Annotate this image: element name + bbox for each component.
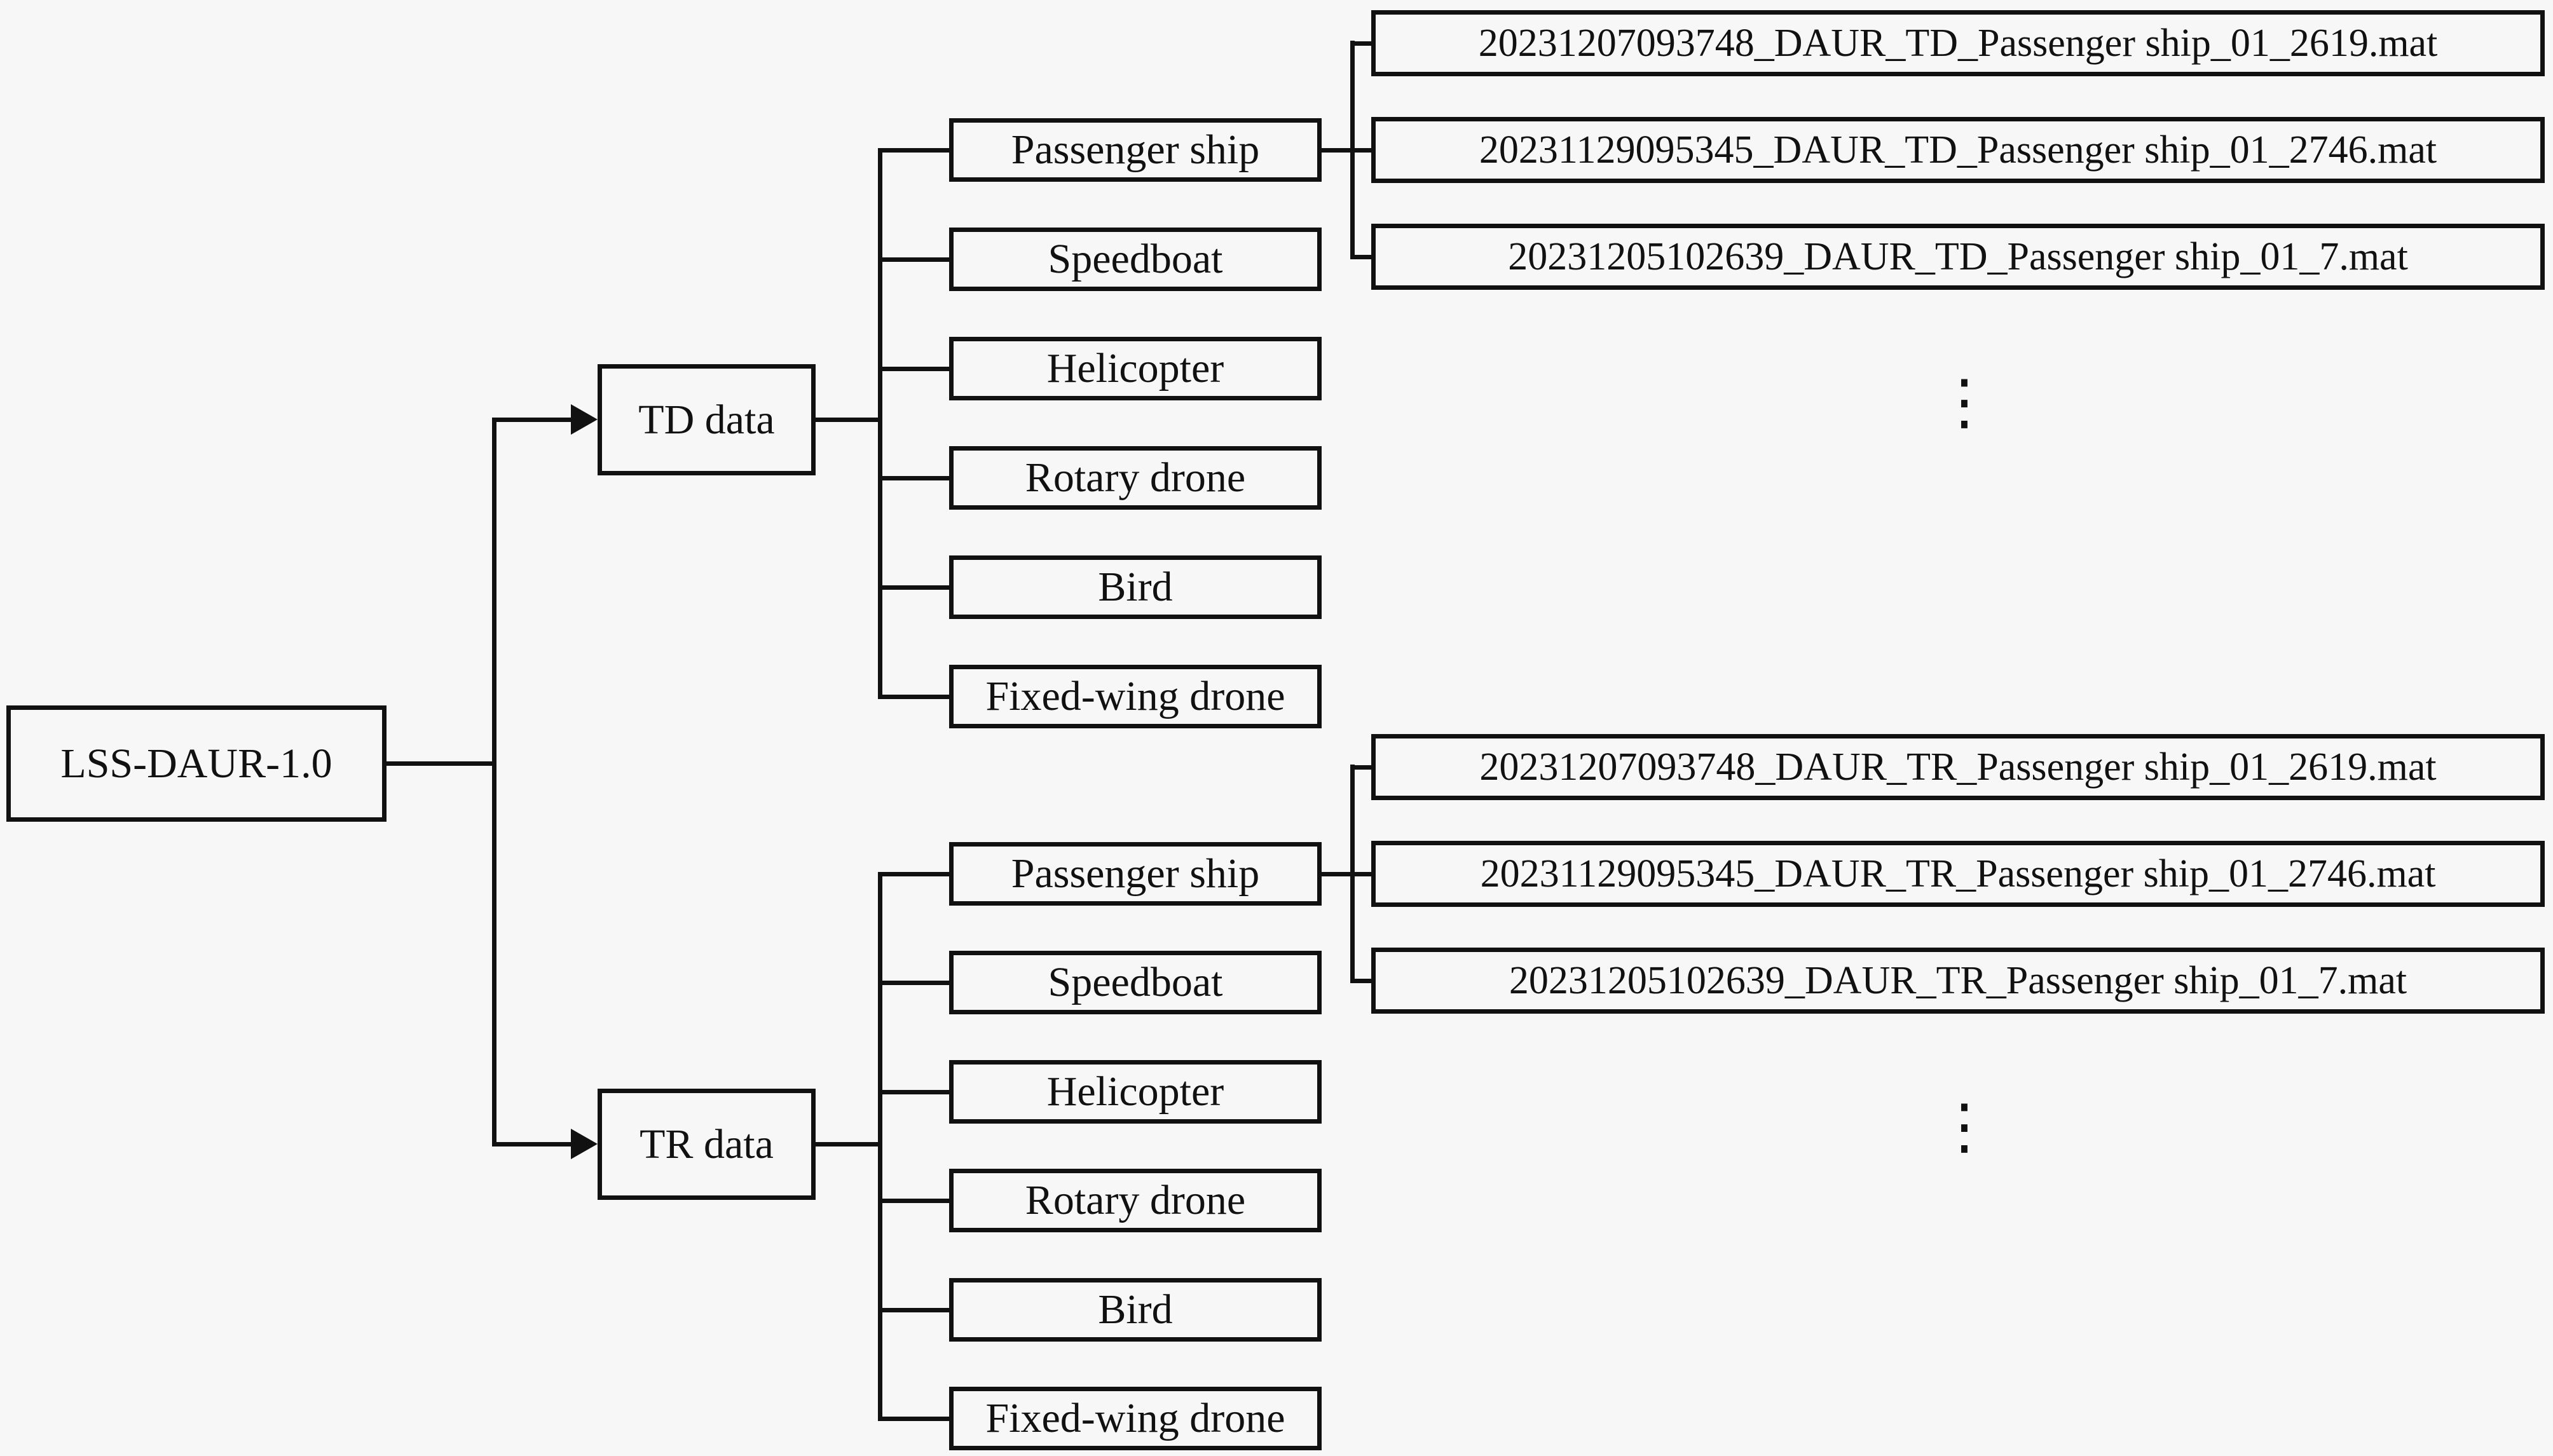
- connector-tr-file-stub: [1350, 979, 1371, 983]
- td-file-1: 20231207093748_DAUR_TD_Passenger ship_01…: [1371, 10, 2545, 76]
- td-category-passenger-ship: Passenger ship: [949, 118, 1322, 182]
- tr-category-helicopter: Helicopter: [949, 1060, 1322, 1124]
- connector-root-trunk: [492, 418, 496, 1146]
- td-file-2: 20231129095345_DAUR_TD_Passenger ship_01…: [1371, 117, 2545, 183]
- connector-td-file-stub: [1350, 41, 1371, 46]
- td-vertical-ellipsis-icon: ⋮: [1934, 366, 1995, 437]
- tr-category-speedboat: Speedboat: [949, 951, 1322, 1014]
- connector-td-stub: [492, 418, 572, 422]
- arrowhead-td-icon: [571, 404, 598, 435]
- connector-tr-cat-stub: [878, 1417, 949, 1421]
- tr-data-node: TR data: [598, 1089, 816, 1200]
- connector-tr-cat-stub: [878, 1090, 949, 1094]
- connector-tr-category-trunk: [878, 872, 882, 1421]
- connector-td-cat-stub: [878, 695, 949, 699]
- connector-td-cat-stub: [878, 367, 949, 371]
- connector-td-cat-stub: [878, 476, 949, 480]
- td-file-3: 20231205102639_DAUR_TD_Passenger ship_01…: [1371, 224, 2545, 290]
- td-data-node: TD data: [598, 364, 816, 475]
- tr-vertical-ellipsis-icon: ⋮: [1934, 1091, 1995, 1162]
- tr-file-2: 20231129095345_DAUR_TR_Passenger ship_01…: [1371, 841, 2545, 907]
- connector-tr-passenger-out: [1322, 872, 1357, 876]
- tr-category-bird: Bird: [949, 1278, 1322, 1342]
- connector-td-file-stub: [1350, 255, 1371, 259]
- td-category-speedboat: Speedboat: [949, 228, 1322, 291]
- connector-tr-cat-stub: [878, 981, 949, 985]
- tr-file-3: 20231205102639_DAUR_TR_Passenger ship_01…: [1371, 948, 2545, 1014]
- td-category-bird: Bird: [949, 555, 1322, 619]
- connector-root-out: [387, 761, 496, 766]
- connector-tr-stub: [492, 1142, 572, 1146]
- td-category-fixed-wing-drone: Fixed-wing drone: [949, 665, 1322, 728]
- connector-tr-file-stub: [1350, 872, 1371, 876]
- tr-file-1: 20231207093748_DAUR_TR_Passenger ship_01…: [1371, 734, 2545, 800]
- connector-tr-out: [816, 1142, 882, 1146]
- td-category-helicopter: Helicopter: [949, 337, 1322, 400]
- connector-td-passenger-out: [1322, 148, 1357, 153]
- connector-tr-cat-stub: [878, 1308, 949, 1312]
- tr-category-rotary-drone: Rotary drone: [949, 1169, 1322, 1232]
- td-category-rotary-drone: Rotary drone: [949, 446, 1322, 510]
- tr-category-passenger-ship: Passenger ship: [949, 842, 1322, 906]
- tr-category-fixed-wing-drone: Fixed-wing drone: [949, 1387, 1322, 1450]
- connector-tr-cat-stub: [878, 872, 949, 876]
- root-node-lss-daur: LSS-DAUR-1.0: [6, 705, 387, 822]
- connector-td-file-stub: [1350, 148, 1371, 153]
- connector-tr-file-stub: [1350, 765, 1371, 770]
- arrowhead-tr-icon: [571, 1129, 598, 1159]
- connector-td-cat-stub: [878, 148, 949, 153]
- connector-td-cat-stub: [878, 257, 949, 262]
- connector-td-cat-stub: [878, 585, 949, 590]
- connector-td-out: [816, 418, 882, 422]
- connector-td-category-trunk: [878, 148, 882, 699]
- connector-tr-cat-stub: [878, 1199, 949, 1203]
